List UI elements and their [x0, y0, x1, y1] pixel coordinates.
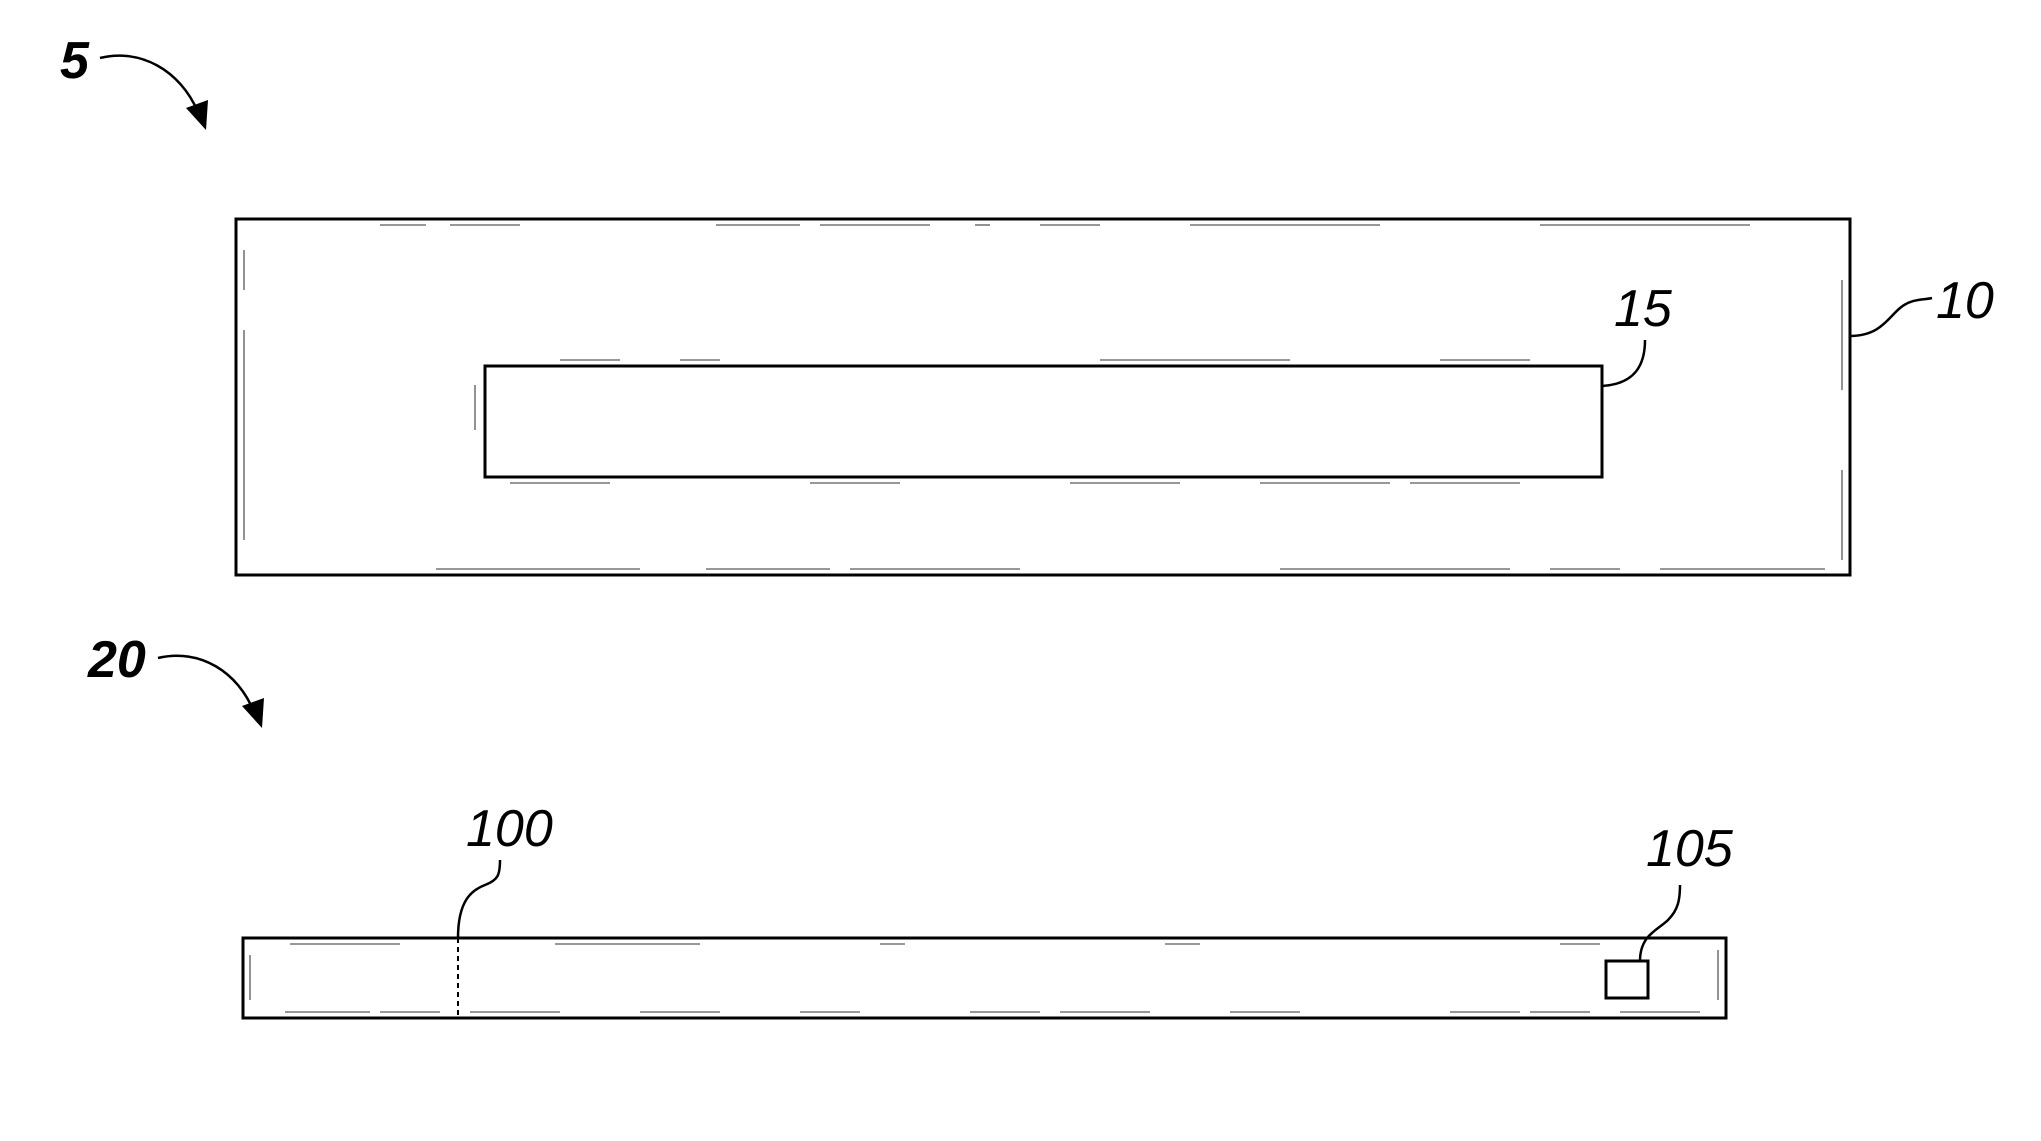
arrow-5-head — [186, 100, 208, 130]
strip: 100 105 — [243, 800, 1734, 1018]
arrow-20-head — [242, 698, 264, 728]
body-10-outline — [236, 219, 1850, 575]
leader-15 — [1602, 340, 1645, 386]
label-20: 20 — [87, 631, 146, 689]
strip-outline — [243, 938, 1726, 1018]
slot-15 — [485, 366, 1602, 477]
leader-10 — [1850, 298, 1932, 336]
label-105: 105 — [1646, 820, 1734, 878]
body-10 — [236, 219, 1850, 575]
label-15: 15 — [1614, 280, 1673, 338]
leader-105 — [1640, 885, 1680, 961]
arrow-5-curve — [100, 56, 198, 112]
label-100: 100 — [466, 800, 553, 858]
label-5: 5 — [60, 32, 90, 90]
strip-hatching — [250, 944, 1718, 1012]
label-10: 10 — [1936, 272, 1994, 330]
square-105 — [1606, 961, 1648, 998]
arrow-20-curve — [158, 656, 254, 712]
leader-100 — [458, 860, 500, 938]
